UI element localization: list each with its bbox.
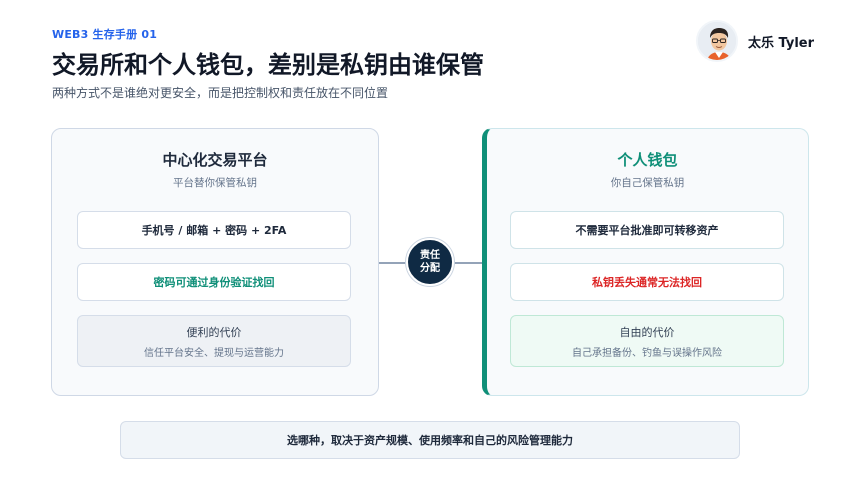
page-title: 交易所和个人钱包，差别是私钥由谁保管	[52, 51, 484, 79]
login-method-item: 手机号 / 邮箱 + 密码 + 2FA	[77, 211, 351, 249]
avatar	[696, 20, 738, 62]
author-block: 太乐 Tyler	[696, 20, 814, 62]
badge-line-2: 分配	[420, 263, 440, 274]
responsibility-badge: 责任 分配	[406, 238, 454, 286]
series-tag: WEB3 生存手册 01	[52, 28, 158, 41]
card-title: 个人钱包	[617, 151, 678, 169]
convenience-cost-box: 便利的代价 信任平台安全、提现与运营能力	[77, 315, 351, 367]
conclusion-banner: 选哪种，取决于资产规模、使用频率和自己的风险管理能力	[120, 421, 740, 459]
cost-description: 信任平台安全、提现与运营能力	[144, 347, 284, 359]
centralized-exchange-card: 中心化交易平台 平台替你保管私钥 手机号 / 邮箱 + 密码 + 2FA 密码可…	[51, 128, 379, 396]
author-name: 太乐 Tyler	[748, 35, 815, 51]
key-loss-warning-item: 私钥丢失通常无法找回	[510, 263, 784, 301]
cost-title: 便利的代价	[186, 325, 242, 339]
badge-line-1: 责任	[420, 250, 440, 261]
card-subtitle: 平台替你保管私钥	[173, 177, 257, 189]
personal-wallet-card: 个人钱包 你自己保管私钥 不需要平台批准即可转移资产 私钥丢失通常无法找回 自由…	[482, 128, 809, 396]
card-subtitle: 你自己保管私钥	[610, 177, 685, 189]
avatar-illustration	[698, 22, 736, 60]
cost-description: 自己承担备份、钓鱼与误操作风险	[572, 347, 722, 359]
cost-title: 自由的代价	[619, 325, 675, 339]
freedom-cost-box: 自由的代价 自己承担备份、钓鱼与误操作风险	[510, 315, 784, 367]
password-recovery-item: 密码可通过身份验证找回	[77, 263, 351, 301]
page-subtitle: 两种方式不是谁绝对更安全，而是把控制权和责任放在不同位置	[52, 86, 389, 100]
free-transfer-item: 不需要平台批准即可转移资产	[510, 211, 784, 249]
card-title: 中心化交易平台	[162, 151, 268, 169]
